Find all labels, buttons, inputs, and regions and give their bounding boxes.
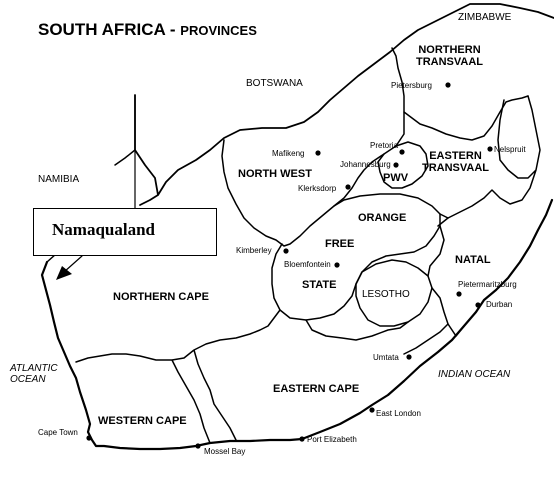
port-elizabeth-dot xyxy=(299,436,305,442)
durban-dot xyxy=(475,302,481,308)
natal-label: NATAL xyxy=(455,254,491,266)
mossel-bay-label: Mossel Bay xyxy=(204,447,246,456)
cape-town-label: Cape Town xyxy=(38,428,78,437)
lesotho-border xyxy=(355,259,433,327)
pwv-label: PWV xyxy=(383,172,409,184)
northern-transvaal-border xyxy=(391,47,529,141)
zimbabwe-label: ZIMBABWE xyxy=(458,12,512,23)
northern-transvaal-label: NORTHERN TRANSVAAL xyxy=(416,44,484,68)
nelspruit-label: Nelspruit xyxy=(494,145,526,154)
map-title: SOUTH AFRICA - PROVINCES xyxy=(38,20,257,40)
johannesburg-dot xyxy=(393,162,399,168)
orange-free-state-border xyxy=(271,193,441,321)
bloemfontein-dot xyxy=(334,262,340,268)
pretoria-label: Pretoria xyxy=(370,141,399,150)
lesotho-label: LESOTHO xyxy=(362,289,410,300)
mafikeng-dot xyxy=(315,150,321,156)
eastern-transvaal-border xyxy=(437,95,541,227)
cape-borders xyxy=(75,309,449,444)
cape-town-dot xyxy=(86,435,92,441)
umtata-label: Umtata xyxy=(373,353,399,362)
map-title-main: SOUTH AFRICA - xyxy=(38,20,181,39)
northern-cape-label: NORTHERN CAPE xyxy=(113,291,209,303)
durban-label: Durban xyxy=(486,300,513,309)
north-west-label: NORTH WEST xyxy=(238,168,312,180)
eastern-transvaal-label: EASTERN TRANSVAAL xyxy=(422,150,490,174)
umtata-dot xyxy=(406,354,412,360)
nelspruit-dot xyxy=(487,146,493,152)
botswana-label: BOTSWANA xyxy=(246,78,303,89)
callout-arrow-head xyxy=(56,266,72,280)
namaqualand-label: Namaqualand xyxy=(52,220,155,239)
atlantic-ocean-label: ATLANTIC OCEAN xyxy=(10,363,58,385)
free-label: FREE xyxy=(325,238,355,250)
natal-border xyxy=(427,213,465,337)
pietersburg-label: Pietersburg xyxy=(391,81,432,90)
mafikeng-label: Mafikeng xyxy=(272,149,305,158)
klerksdorp-label: Klerksdorp xyxy=(298,184,337,193)
callout-arrow-line xyxy=(63,255,83,273)
namaqualand-callout: Namaqualand xyxy=(33,208,217,256)
pietermaritzburg-dot xyxy=(456,291,462,297)
kimberley-label: Kimberley xyxy=(236,246,272,255)
pietermaritzburg-label: Pietermaritzburg xyxy=(458,280,517,289)
orange-label: ORANGE xyxy=(358,212,407,224)
bloemfontein-label: Bloemfontein xyxy=(284,260,331,269)
east-london-dot xyxy=(369,407,375,413)
pietersburg-dot xyxy=(445,82,451,88)
klerksdorp-dot xyxy=(345,184,351,190)
east-london-label: East London xyxy=(376,409,421,418)
namibia-label: NAMIBIA xyxy=(38,174,80,185)
johannesburg-label: Johannesburg xyxy=(340,160,391,169)
pretoria-dot xyxy=(399,149,405,155)
eastern-cape-label: EASTERN CAPE xyxy=(273,383,360,395)
map-title-sub: PROVINCES xyxy=(180,23,257,38)
western-cape-label: WESTERN CAPE xyxy=(98,415,187,427)
north-west-border xyxy=(221,111,405,247)
state-label: STATE xyxy=(302,279,337,291)
pwv-border xyxy=(377,141,429,189)
mossel-bay-dot xyxy=(195,443,201,449)
kimberley-dot xyxy=(283,248,289,254)
port-elizabeth-label: Port Elizabeth xyxy=(307,435,357,444)
indian-ocean-label: INDIAN OCEAN xyxy=(438,369,511,380)
